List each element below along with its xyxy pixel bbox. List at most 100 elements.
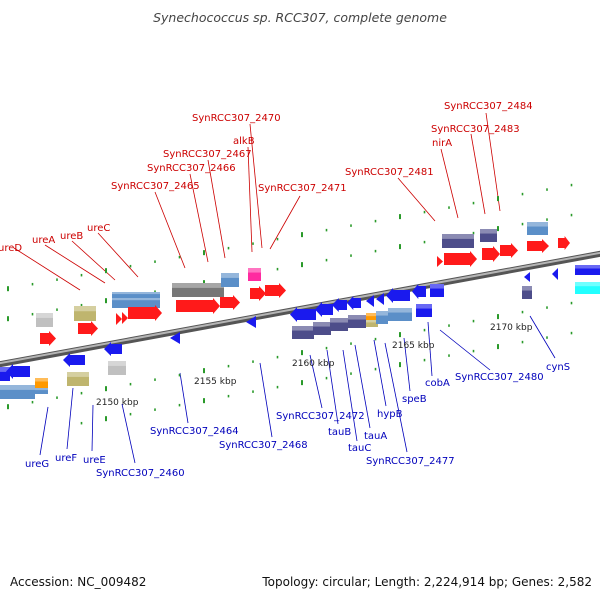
gene-label-synrcc307-2466[interactable]: SynRCC307_2466 [147, 163, 236, 174]
gene-small-feature[interactable] [170, 332, 180, 344]
gene-label-taub[interactable]: tauB [328, 427, 351, 438]
gene-block[interactable] [0, 385, 35, 399]
gene-arrow-reverse[interactable] [6, 364, 30, 379]
gene-arrow-forward[interactable] [444, 251, 477, 267]
gene-label-synrcc307-2480[interactable]: SynRCC307_2480 [455, 372, 544, 383]
gene-arrow-forward[interactable] [220, 295, 240, 310]
gene-block[interactable] [292, 326, 314, 339]
gene-small-feature[interactable] [552, 268, 558, 280]
gene-label-urea[interactable]: ureA [32, 235, 55, 246]
gene-label-ureb[interactable]: ureB [60, 231, 83, 242]
gene-small-feature[interactable] [524, 272, 530, 282]
gene-label-synrcc307-2472[interactable]: SynRCC307_2472 [276, 411, 365, 422]
gene-arrow-forward[interactable] [500, 243, 518, 258]
gene-shine [313, 322, 331, 327]
gene-block[interactable] [416, 304, 432, 317]
gene-block[interactable] [480, 229, 497, 242]
gene-label-synrcc307-2464[interactable]: SynRCC307_2464 [150, 426, 239, 437]
gene-block[interactable] [522, 286, 532, 299]
gene-shine [292, 326, 314, 331]
gene-small-feature[interactable] [366, 295, 374, 307]
gene-shine [248, 268, 261, 273]
gene-arrow-reverse[interactable] [315, 302, 333, 317]
gene-label-hypb[interactable]: hypB [377, 409, 403, 420]
gene-label-synrcc307-2470[interactable]: SynRCC307_2470 [192, 113, 281, 124]
gene-label-ureg[interactable]: ureG [25, 459, 49, 470]
gene-arrow-reverse[interactable] [104, 342, 122, 356]
gene-arrow-forward[interactable] [265, 283, 286, 298]
gene-label-synrcc307-2483[interactable]: SynRCC307_2483 [431, 124, 520, 135]
gene-small-feature[interactable] [246, 316, 256, 328]
gene-label-coba[interactable]: cobA [425, 378, 450, 389]
gene-body [35, 388, 48, 394]
gene-label-urec[interactable]: ureC [87, 223, 110, 234]
gene-block[interactable] [575, 282, 600, 294]
gene-label-cyns[interactable]: cynS [546, 362, 570, 373]
gene-label-synrcc307-2467[interactable]: SynRCC307_2467 [163, 149, 252, 160]
gene-arrow-forward[interactable] [40, 331, 56, 346]
gene-block[interactable] [442, 234, 474, 248]
gene-block[interactable] [313, 322, 331, 335]
gene-arrow-forward[interactable] [250, 286, 266, 301]
gene-block[interactable] [221, 273, 239, 287]
gene-label-synrcc307-2481[interactable]: SynRCC307_2481 [345, 167, 434, 178]
gene-arrow-forward[interactable] [558, 236, 570, 250]
gene-arrow-forward[interactable] [176, 298, 220, 314]
gene-block[interactable] [112, 296, 160, 308]
gene-small-feature[interactable] [116, 313, 122, 325]
gene-label-ured[interactable]: ureD [0, 243, 22, 254]
gene-label-taua[interactable]: tauA [364, 431, 387, 442]
gene-block[interactable] [74, 306, 96, 321]
gene-arrow-forward[interactable] [482, 246, 500, 262]
gene-body [348, 315, 366, 328]
gene-block[interactable] [527, 222, 548, 235]
gene-arrow-reverse[interactable] [412, 284, 426, 299]
gene-label-synrcc307-2484[interactable]: SynRCC307_2484 [444, 101, 533, 112]
gene-arrow-reverse[interactable] [347, 296, 361, 310]
gene-label-uree[interactable]: ureE [83, 455, 106, 466]
gene-body [67, 372, 89, 386]
gene-label-synrcc307-2468[interactable]: SynRCC307_2468 [219, 440, 308, 451]
gene-arrow-reverse[interactable] [290, 307, 316, 322]
gene-block[interactable] [366, 320, 378, 327]
gene-label-tauc[interactable]: tauC [348, 443, 371, 454]
gene-block[interactable] [348, 315, 366, 328]
gene-small-feature[interactable] [122, 312, 128, 324]
gene-block[interactable] [112, 292, 160, 298]
gene-block[interactable] [366, 313, 378, 322]
gene-shine [366, 313, 378, 317]
gene-label-alkb[interactable]: alkB [233, 136, 255, 147]
gene-small-feature[interactable] [376, 293, 384, 305]
gene-arrow-forward[interactable] [527, 239, 549, 253]
gene-arrow-shape [500, 243, 518, 258]
gene-label-uref[interactable]: ureF [55, 453, 77, 464]
gene-block[interactable] [388, 308, 412, 321]
gene-block[interactable] [35, 388, 48, 394]
gene-label-synrcc307-2465[interactable]: SynRCC307_2465 [111, 181, 200, 192]
gene-arrow-forward[interactable] [128, 305, 162, 321]
gene-block[interactable] [172, 283, 224, 297]
gene-label-synrcc307-2471[interactable]: SynRCC307_2471 [258, 183, 347, 194]
gene-block[interactable] [108, 361, 126, 375]
gene-block[interactable] [430, 284, 444, 297]
gene-shine [442, 234, 474, 239]
gene-block[interactable] [36, 313, 53, 327]
gene-arrow-reverse[interactable] [386, 288, 410, 303]
gene-arrow-forward[interactable] [78, 321, 98, 336]
gene-block[interactable] [248, 268, 261, 281]
gene-block[interactable] [575, 265, 600, 275]
gene-label-synrcc307-2477[interactable]: SynRCC307_2477 [366, 456, 455, 467]
gene-block[interactable] [67, 372, 89, 386]
gene-arrow-reverse[interactable] [332, 298, 347, 312]
leader-line [440, 148, 459, 219]
gene-block[interactable] [35, 378, 48, 388]
gene-block[interactable] [0, 367, 10, 381]
gene-label-nira[interactable]: nirA [432, 138, 452, 149]
gene-block[interactable] [330, 318, 348, 331]
gene-small-feature[interactable] [437, 256, 443, 267]
gene-arrow-reverse[interactable] [63, 353, 85, 367]
gene-block[interactable] [376, 311, 388, 324]
gene-label-synrcc307-2460[interactable]: SynRCC307_2460 [96, 468, 185, 479]
gene-label-speb[interactable]: speB [402, 394, 427, 405]
